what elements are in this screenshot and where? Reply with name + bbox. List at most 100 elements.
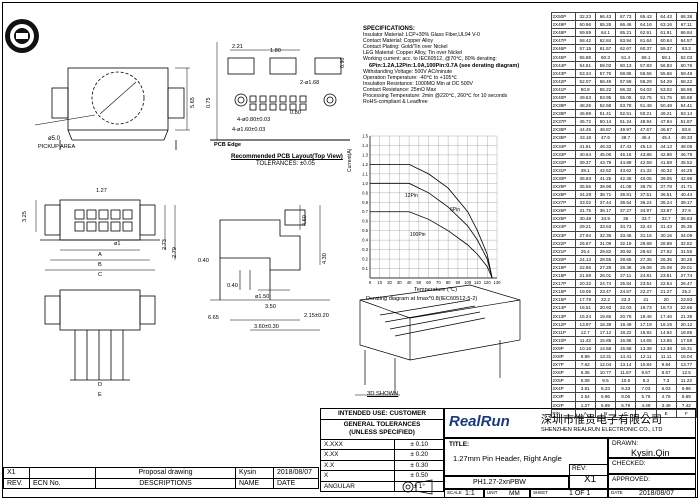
dim-table-cell: 51.48 — [635, 101, 657, 111]
dim-table-cell: 22.03 — [615, 303, 637, 313]
dim-table-cell: 31.16 — [635, 230, 657, 240]
dim-table-cell: 2X15P — [551, 295, 576, 305]
dim-table-cell: 27.62 — [655, 246, 677, 256]
dim-table-cell: 48.26 — [574, 101, 596, 111]
dim-table-cell: 62.67 — [615, 44, 637, 54]
dim-table-cell: 2X18P — [551, 270, 576, 281]
spec-line: Contact Resistance: 25mΩ Max — [363, 86, 437, 93]
tol-value: ± 0.30 — [394, 459, 444, 471]
dim-table-cell: 2X42P — [551, 76, 576, 86]
chart-curve-6pin — [370, 163, 493, 279]
dim-table-cell: 42.35 — [615, 173, 637, 183]
dim-table-cell: 55.68 — [675, 92, 698, 103]
tol-key: ANGULAR — [319, 480, 396, 492]
dim-table-cell: 20.12 — [675, 319, 698, 329]
tol-value: ± 0.20 — [394, 449, 444, 461]
dim-table-cell: 47.6 — [594, 133, 617, 143]
dim-table-cell: 31.55 — [675, 246, 698, 256]
dim-table-cell: 18.22 — [615, 327, 637, 337]
dim-table-cell: 38.1 — [574, 165, 596, 175]
chart-x-tick: 40 — [407, 280, 412, 285]
dim-table-cell: 59.1 — [635, 52, 657, 62]
pcb-layout — [210, 42, 350, 141]
dim-table-cell: 2X12P — [551, 319, 576, 329]
dim-table-cell: 19.73 — [635, 303, 657, 313]
dim-table-cell: 14.92 — [655, 327, 677, 337]
dim-table-cell: 37.51 — [635, 190, 657, 200]
dim-table-cell: 12.7 — [574, 327, 596, 337]
dim-table-cell: 56.32 — [615, 84, 637, 94]
dim-table-cell: 39.05 — [655, 173, 677, 183]
dim-table-cell: 64.43 — [655, 11, 677, 22]
dim-table-cell: 59.69 — [574, 28, 596, 38]
dim-table-cell: 6.96 — [594, 392, 617, 402]
dim-table-cell: 63.3 — [675, 44, 698, 54]
dim-table-cell: 34.97 — [635, 206, 657, 216]
dim-table-cell: 7.62 — [574, 360, 596, 370]
dim-table-cell: 60.13 — [615, 60, 637, 70]
dim-table-cell: 28.38 — [615, 262, 637, 273]
dim-table-cell: 29.65 — [615, 254, 637, 264]
dim-table-cell: 12.38 — [655, 343, 677, 353]
dim-table-cell: 18.46 — [635, 311, 657, 321]
scale-label: SCALE — [447, 490, 462, 495]
dim-table-cell: 53.78 — [615, 101, 637, 111]
rev-cell: REV: X1 — [569, 464, 608, 489]
dim-table-cell: 36.24 — [635, 198, 657, 208]
tol-key: X.XX — [319, 449, 396, 461]
date-value: 2018/08/07 — [639, 490, 675, 497]
dim-table-cell: 2X21P — [551, 246, 576, 256]
chart-y-tick: 0.2 — [362, 257, 368, 262]
dim-table-cell: 39.98 — [594, 181, 617, 192]
spec-heading: SPECIFICATIONS: — [363, 26, 415, 32]
dim-table-cell: 25.2 — [675, 287, 698, 297]
dim-1-27: 1.27 — [96, 188, 107, 194]
dim-table-cell: 8.57 — [655, 368, 677, 378]
pickup-leader — [34, 114, 96, 126]
dim-table-cell: 25.08 — [655, 262, 677, 273]
dim-table-cell: 2X45P — [551, 52, 576, 62]
dim-table-cell: 43.18 — [574, 133, 596, 143]
dim-table-cell: 18.73 — [655, 303, 677, 313]
dim-table-cell: 41.59 — [655, 157, 677, 167]
dim-table-cell: 46.16 — [615, 149, 637, 159]
dim-table-cell: 2X25P — [551, 214, 576, 224]
dim-table-cell: 33.46 — [615, 230, 637, 240]
dim-table-cell: 2X16P — [551, 287, 576, 297]
chart-y-tick: 0.3 — [362, 247, 368, 252]
dim-table-cell: 54.61 — [574, 60, 596, 70]
dim-table-cell: 51.87 — [675, 117, 698, 127]
dim-table-cell: 62.91 — [635, 28, 657, 38]
dim-table-cell: 32.82 — [675, 238, 698, 248]
dim-table-cell: 30.48 — [574, 214, 596, 224]
chart-x-tick: 0 — [369, 280, 372, 285]
chart-y-tick: 0.7 — [362, 209, 368, 214]
dim-table-cell: 13.38 — [635, 343, 657, 353]
spec-line: Insulation Resistance: 1000MΩ Min at DC … — [363, 80, 473, 87]
rev-row-rev: X1 — [3, 467, 30, 479]
spec-line: Withstanding Voltage: 500V AC/minute — [363, 68, 453, 75]
dim-table-cell: 36.51 — [655, 190, 677, 200]
chart-x-tick: 10 — [377, 280, 382, 285]
dim-table-cell: 14.41 — [615, 351, 637, 362]
dim-table-cell: 50.14 — [594, 117, 617, 127]
dim-table-cell: 48.7 — [615, 133, 637, 143]
dim-table-cell: 5.08 — [574, 376, 596, 386]
dim-table-cell: 27.74 — [675, 270, 698, 281]
dim-table-cell: 24.13 — [574, 254, 596, 264]
chart-y-tick: 1.0 — [362, 181, 368, 186]
dim-table-cell: 39.17 — [675, 198, 698, 208]
chart-y-tick: 0.9 — [362, 190, 368, 195]
dim-table-cell: 36.17 — [594, 206, 617, 216]
dim-table-cell: 2X32P — [551, 157, 576, 167]
dim-table-cell: 28.62 — [635, 246, 657, 256]
dim-table-cell: 2X14P — [551, 303, 576, 313]
dim-table-cell: 60.76 — [675, 60, 698, 70]
specifications-block: SPECIFICATIONS: Insulator Material: LCP+… — [363, 26, 549, 105]
